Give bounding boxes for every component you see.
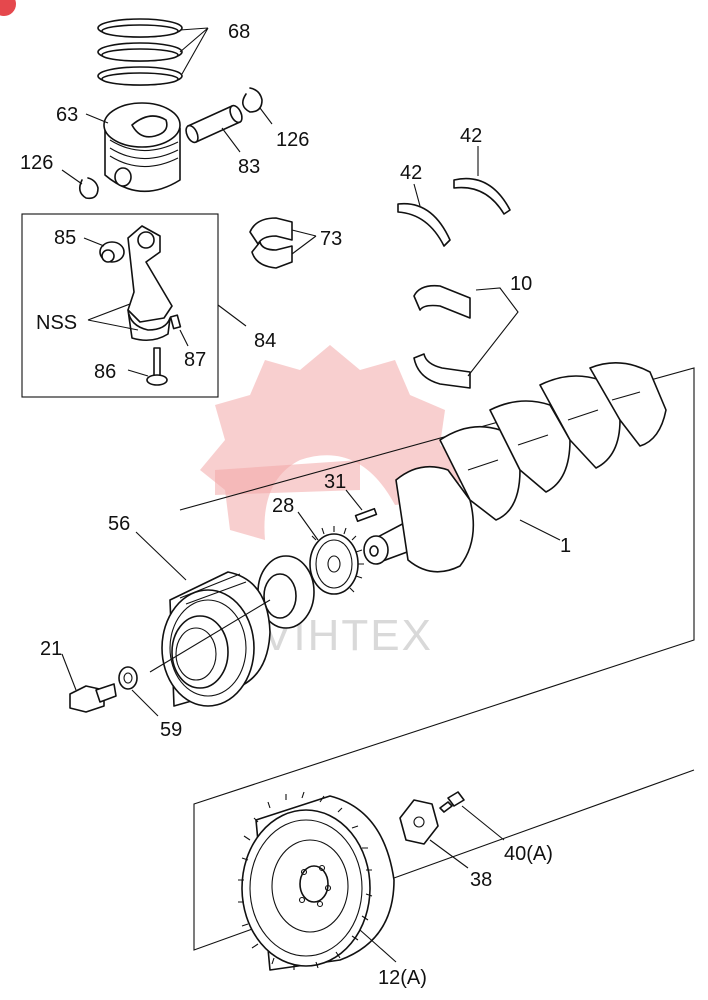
callout-31: 31 (324, 471, 346, 493)
callout-nss: NSS (36, 312, 77, 334)
callout-56: 56 (108, 513, 130, 535)
callout-40a: 40(A) (504, 843, 553, 865)
leader-87 (179, 329, 189, 347)
leader-63 (85, 113, 109, 124)
callout-73: 73 (320, 228, 342, 250)
leader-56 (135, 531, 187, 581)
leader-59 (131, 689, 159, 717)
leader-10 (467, 287, 519, 377)
washer (118, 666, 138, 690)
leader-84 (217, 304, 247, 327)
callout-83: 83 (238, 156, 260, 178)
leader-38 (429, 839, 469, 869)
conrod-bushing (99, 241, 125, 263)
corner-badge (0, 0, 16, 16)
callout-38: 38 (470, 869, 492, 891)
leader-73 (291, 229, 317, 255)
flywheel-plate (399, 799, 439, 845)
leader-31 (345, 489, 363, 511)
piston-pin (185, 104, 243, 144)
callout-42-right: 42 (460, 125, 482, 147)
leader-12a (359, 929, 397, 963)
callout-126-left: 126 (20, 152, 53, 174)
leader-86 (127, 369, 149, 377)
leader-28 (297, 511, 319, 541)
leader-42-left (413, 183, 421, 207)
leader-nss (87, 303, 139, 331)
snap-ring-left (78, 177, 99, 200)
leader-83 (221, 127, 241, 153)
spacer-ring (257, 555, 315, 629)
pulley (161, 571, 271, 707)
leader-126-right (259, 107, 273, 125)
flywheel-bolt (439, 791, 465, 813)
callout-59: 59 (160, 719, 182, 741)
callout-85: 85 (54, 227, 76, 249)
callout-86: 86 (94, 361, 116, 383)
axis-line (149, 599, 271, 673)
callout-68: 68 (228, 21, 250, 43)
leader-1 (519, 519, 561, 541)
piston (103, 102, 181, 193)
callout-1: 1 (560, 535, 571, 557)
pin-87 (169, 314, 182, 330)
leader-85 (83, 237, 105, 247)
callout-12a: 12(A) (378, 967, 427, 989)
callout-126-right: 126 (276, 129, 309, 151)
timing-gear (309, 526, 364, 595)
callout-42-left: 42 (400, 162, 422, 184)
leader-40a (461, 805, 505, 841)
thrust-washer-right (453, 177, 511, 215)
main-bearing (413, 284, 471, 389)
callout-63: 63 (56, 104, 78, 126)
leader-21 (61, 653, 77, 691)
leader-126-left (61, 169, 83, 185)
key (354, 507, 378, 523)
leader-68 (179, 27, 209, 75)
conrod-bearing (249, 217, 293, 269)
callout-21: 21 (40, 638, 62, 660)
thrust-washer-left (397, 202, 451, 247)
callout-28: 28 (272, 495, 294, 517)
conrod-bolt (146, 347, 168, 386)
callout-10: 10 (510, 273, 532, 295)
connecting-rod (127, 225, 173, 342)
flywheel (238, 791, 395, 971)
crankshaft (363, 362, 667, 573)
snap-ring-right (242, 87, 263, 113)
bolt (69, 683, 117, 713)
piston-rings (97, 18, 183, 86)
callout-84: 84 (254, 330, 276, 352)
callout-87: 87 (184, 349, 206, 371)
